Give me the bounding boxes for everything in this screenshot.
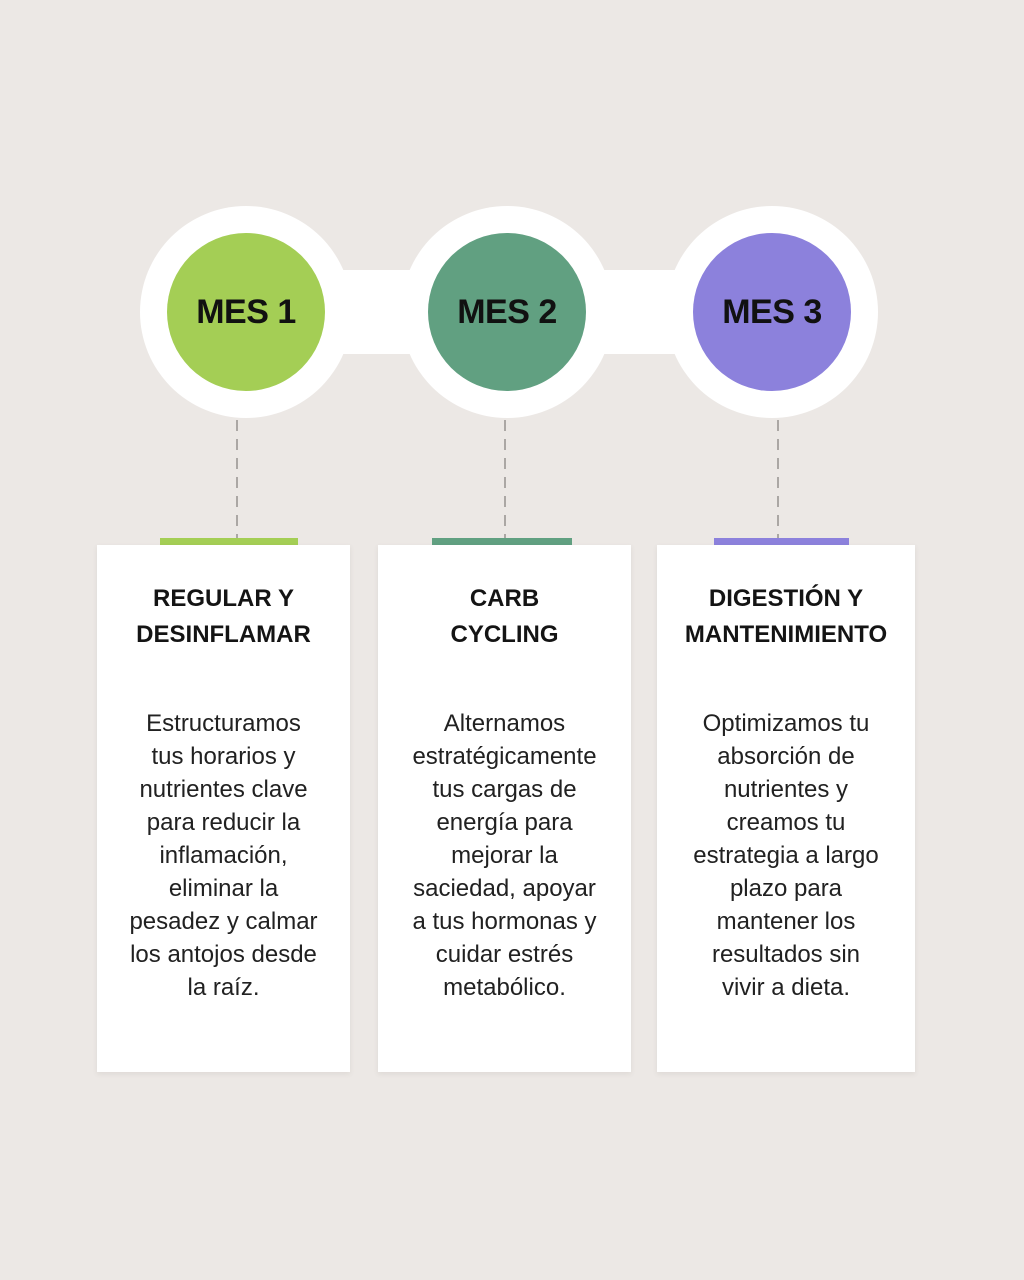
card-body: Alternamos estratégicamente tus cargas d… (412, 710, 597, 1001)
card-body: Optimizamos tu absorción de nutrientes y… (693, 710, 879, 1001)
month-circle-3: MES 3 (693, 233, 851, 391)
card-mes-2: CARB CYCLING Alternamos estratégicamente… (378, 545, 631, 1072)
connector-line-3 (777, 420, 779, 539)
card-mes-1: REGULAR Y DESINFLAMAR Estructuramos tus … (97, 545, 350, 1072)
connector-line-2 (504, 420, 506, 539)
card-title: DIGESTIÓN Y MANTENIMIENTO (684, 585, 888, 648)
month-label-1: MES 1 (196, 292, 296, 331)
connector-line-1 (236, 420, 238, 539)
card-body: Estructuramos tus horarios y nutrientes … (129, 710, 318, 1001)
month-label-2: MES 2 (457, 292, 557, 331)
month-circle-2: MES 2 (428, 233, 586, 391)
card-mes-3: DIGESTIÓN Y MANTENIMIENTO Optimizamos tu… (657, 545, 915, 1072)
card-title: REGULAR Y DESINFLAMAR (136, 585, 311, 648)
month-circle-1: MES 1 (167, 233, 325, 391)
card-title: CARB CYCLING (450, 585, 559, 648)
month-label-3: MES 3 (722, 292, 822, 331)
